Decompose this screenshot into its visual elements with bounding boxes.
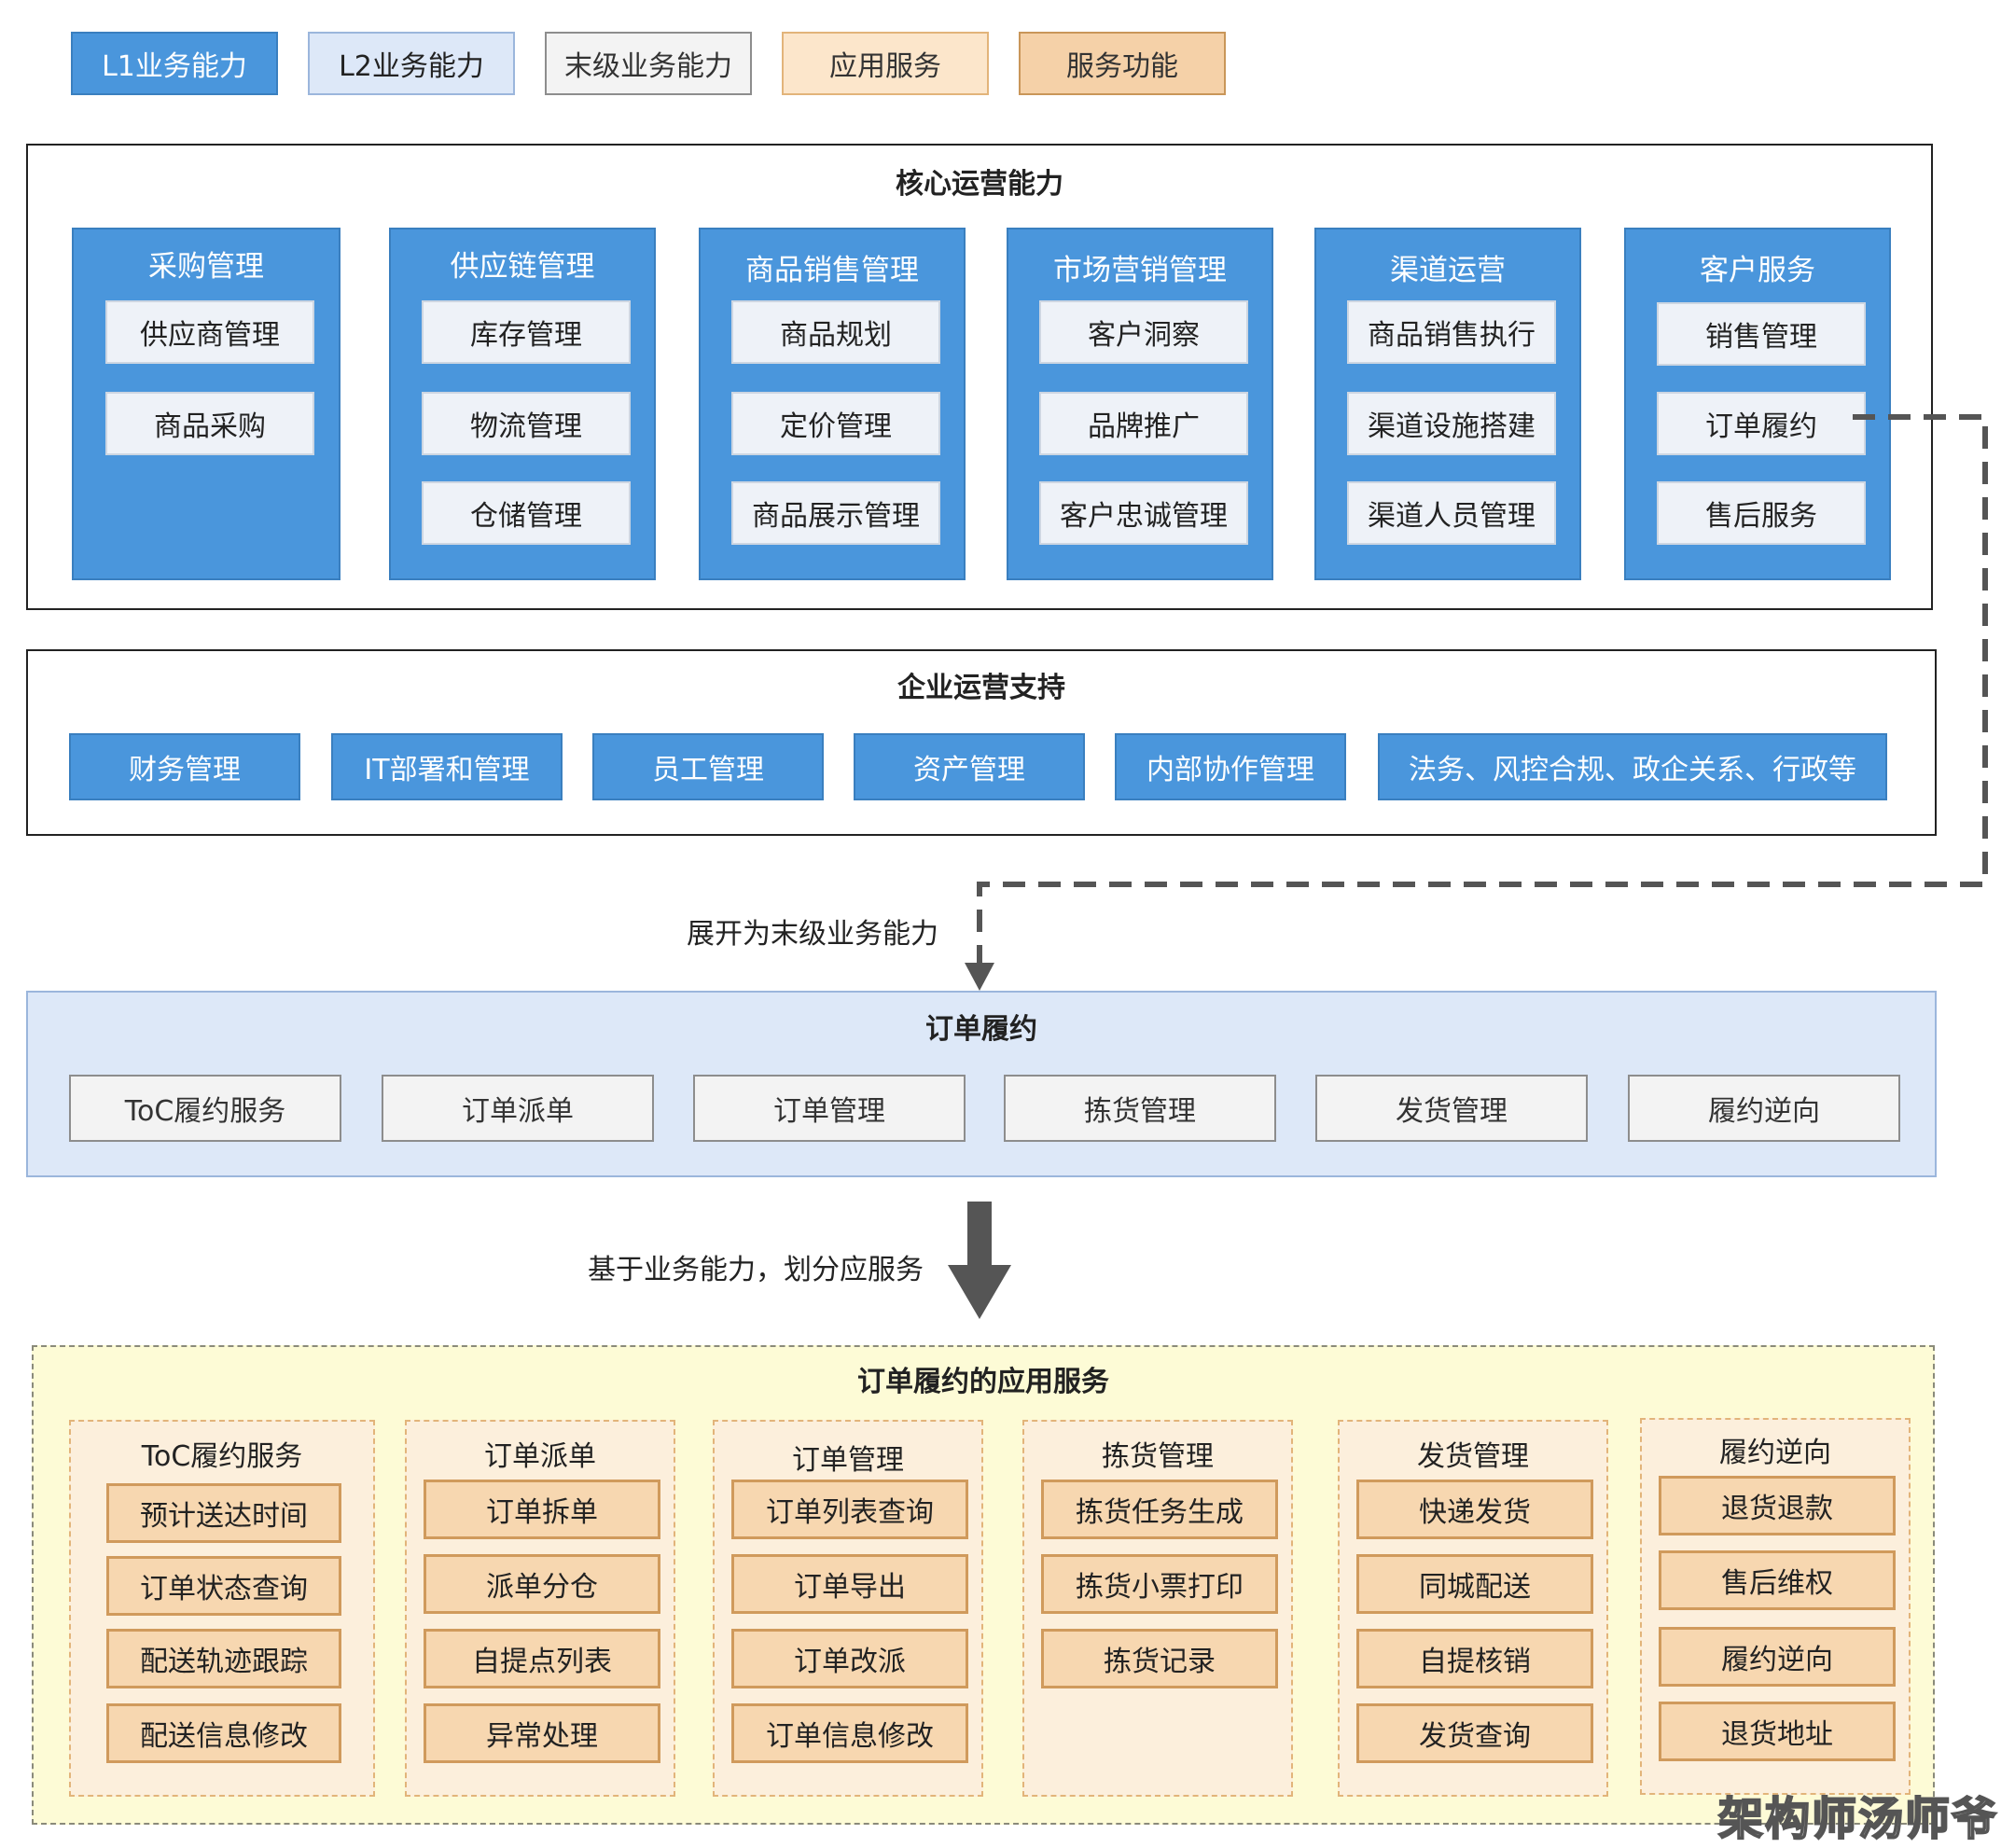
service-function: 订单列表查询 — [731, 1480, 968, 1539]
service-function: 拣货任务生成 — [1041, 1480, 1278, 1539]
core-column-procurement: 采购管理 供应商管理 商品采购 — [72, 228, 340, 580]
capability-item: 仓储管理 — [422, 481, 631, 545]
column-title: 采购管理 — [148, 250, 264, 284]
service-function: 订单导出 — [731, 1554, 968, 1614]
service-function: 拣货小票打印 — [1041, 1554, 1278, 1614]
service-shipping-management: 发货管理 快递发货 同城配送 自提核销 发货查询 — [1338, 1420, 1608, 1797]
capability-item: 物流管理 — [422, 392, 631, 455]
service-function: 退货地址 — [1659, 1702, 1896, 1761]
service-function: 订单信息修改 — [731, 1703, 968, 1763]
column-title: 渠道运营 — [1390, 254, 1506, 287]
order-fulfillment-title: 订单履约 — [925, 1013, 1037, 1046]
core-column-channel: 渠道运营 商品销售执行 渠道设施搭建 渠道人员管理 — [1314, 228, 1581, 580]
service-function: 配送轨迹跟踪 — [106, 1629, 341, 1688]
core-operations-title: 核心运营能力 — [896, 168, 1063, 201]
capability-item: 售后服务 — [1657, 481, 1866, 545]
service-function: 同城配送 — [1356, 1554, 1593, 1614]
capability-item-order-fulfillment: 订单履约 — [1657, 392, 1866, 455]
service-title: 发货管理 — [1417, 1440, 1529, 1473]
service-order-management: 订单管理 订单列表查询 订单导出 订单改派 订单信息修改 — [713, 1420, 983, 1797]
app-services-title: 订单履约的应用服务 — [857, 1366, 1109, 1398]
leaf-capability: ToC履约服务 — [69, 1075, 341, 1142]
capability-item: 供应商管理 — [105, 300, 314, 364]
service-function: 售后维权 — [1659, 1550, 1896, 1610]
service-function: 拣货记录 — [1041, 1629, 1278, 1688]
column-title: 客户服务 — [1700, 254, 1815, 287]
core-column-product-sales: 商品销售管理 商品规划 定价管理 商品展示管理 — [699, 228, 966, 580]
capability-item: 品牌推广 — [1039, 392, 1248, 455]
core-operations-panel: 核心运营能力 采购管理 供应商管理 商品采购 供应链管理 库存管理 物流管理 仓… — [26, 144, 1933, 610]
core-column-marketing: 市场营销管理 客户洞察 品牌推广 客户忠诚管理 — [1007, 228, 1273, 580]
capability-item: 渠道人员管理 — [1347, 481, 1556, 545]
service-function: 配送信息修改 — [106, 1703, 341, 1763]
legend-leaf: 末级业务能力 — [545, 32, 752, 95]
expand-label: 展开为末级业务能力 — [687, 918, 938, 951]
service-order-dispatch: 订单派单 订单拆单 派单分仓 自提点列表 异常处理 — [405, 1420, 675, 1797]
app-services-panel: 订单履约的应用服务 ToC履约服务 预计送达时间 订单状态查询 配送轨迹跟踪 配… — [32, 1345, 1935, 1825]
service-function: 自提核销 — [1356, 1629, 1593, 1688]
order-fulfillment-panel: 订单履约 ToC履约服务 订单派单 订单管理 拣货管理 发货管理 履约逆向 — [26, 991, 1937, 1177]
service-function: 退货退款 — [1659, 1476, 1896, 1535]
service-function: 自提点列表 — [424, 1629, 660, 1688]
service-function: 异常处理 — [424, 1703, 660, 1763]
down-arrow-icon — [948, 1202, 1011, 1319]
legend-app-service: 应用服务 — [782, 32, 989, 95]
enterprise-support-title: 企业运营支持 — [897, 672, 1065, 704]
capability-item: 销售管理 — [1657, 302, 1866, 366]
capability-item: 商品采购 — [105, 392, 314, 455]
support-item: IT部署和管理 — [331, 733, 563, 800]
service-function: 订单拆单 — [424, 1480, 660, 1539]
service-fulfillment-reverse: 履约逆向 退货退款 售后维权 履约逆向 退货地址 — [1640, 1418, 1911, 1795]
service-title: 履约逆向 — [1719, 1437, 1831, 1469]
split-label: 基于业务能力，划分应服务 — [588, 1254, 924, 1286]
service-function: 订单改派 — [731, 1629, 968, 1688]
service-function: 预计送达时间 — [106, 1483, 341, 1543]
capability-item: 库存管理 — [422, 300, 631, 364]
service-function: 履约逆向 — [1659, 1627, 1896, 1687]
service-function: 订单状态查询 — [106, 1556, 341, 1616]
leaf-capability: 履约逆向 — [1628, 1075, 1900, 1142]
leaf-capability: 拣货管理 — [1004, 1075, 1276, 1142]
service-title: 订单派单 — [484, 1440, 596, 1473]
support-item: 资产管理 — [854, 733, 1085, 800]
legend-l1: L1业务能力 — [71, 32, 278, 95]
support-item: 员工管理 — [592, 733, 824, 800]
service-title: 订单管理 — [792, 1444, 904, 1477]
legend-l2: L2业务能力 — [308, 32, 515, 95]
service-title: ToC履约服务 — [141, 1440, 303, 1473]
legend-service-function: 服务功能 — [1019, 32, 1226, 95]
support-item: 法务、风控合规、政企关系、行政等 — [1378, 733, 1887, 800]
capability-item: 商品规划 — [731, 300, 940, 364]
leaf-capability: 订单管理 — [693, 1075, 966, 1142]
service-title: 拣货管理 — [1102, 1440, 1214, 1473]
capability-item: 商品销售执行 — [1347, 300, 1556, 364]
capability-item: 客户洞察 — [1039, 300, 1248, 364]
watermark: 架构师汤师爷 — [1717, 1792, 1999, 1846]
core-column-supply-chain: 供应链管理 库存管理 物流管理 仓储管理 — [389, 228, 656, 580]
leaf-capability: 订单派单 — [382, 1075, 654, 1142]
column-title: 商品销售管理 — [745, 254, 919, 287]
capability-item: 商品展示管理 — [731, 481, 940, 545]
service-function: 派单分仓 — [424, 1554, 660, 1614]
core-column-customer-service: 客户服务 销售管理 订单履约 售后服务 — [1624, 228, 1891, 580]
capability-item: 定价管理 — [731, 392, 940, 455]
column-title: 市场营销管理 — [1053, 254, 1227, 287]
capability-item: 渠道设施搭建 — [1347, 392, 1556, 455]
service-toc-fulfillment: ToC履约服务 预计送达时间 订单状态查询 配送轨迹跟踪 配送信息修改 — [69, 1420, 375, 1797]
service-function: 快递发货 — [1356, 1480, 1593, 1539]
support-item: 内部协作管理 — [1115, 733, 1346, 800]
leaf-capability: 发货管理 — [1315, 1075, 1588, 1142]
enterprise-support-panel: 企业运营支持 财务管理 IT部署和管理 员工管理 资产管理 内部协作管理 法务、… — [26, 649, 1937, 836]
support-item: 财务管理 — [69, 733, 300, 800]
service-function: 发货查询 — [1356, 1703, 1593, 1763]
service-picking-management: 拣货管理 拣货任务生成 拣货小票打印 拣货记录 — [1022, 1420, 1293, 1797]
capability-item: 客户忠诚管理 — [1039, 481, 1248, 545]
column-title: 供应链管理 — [450, 250, 595, 284]
